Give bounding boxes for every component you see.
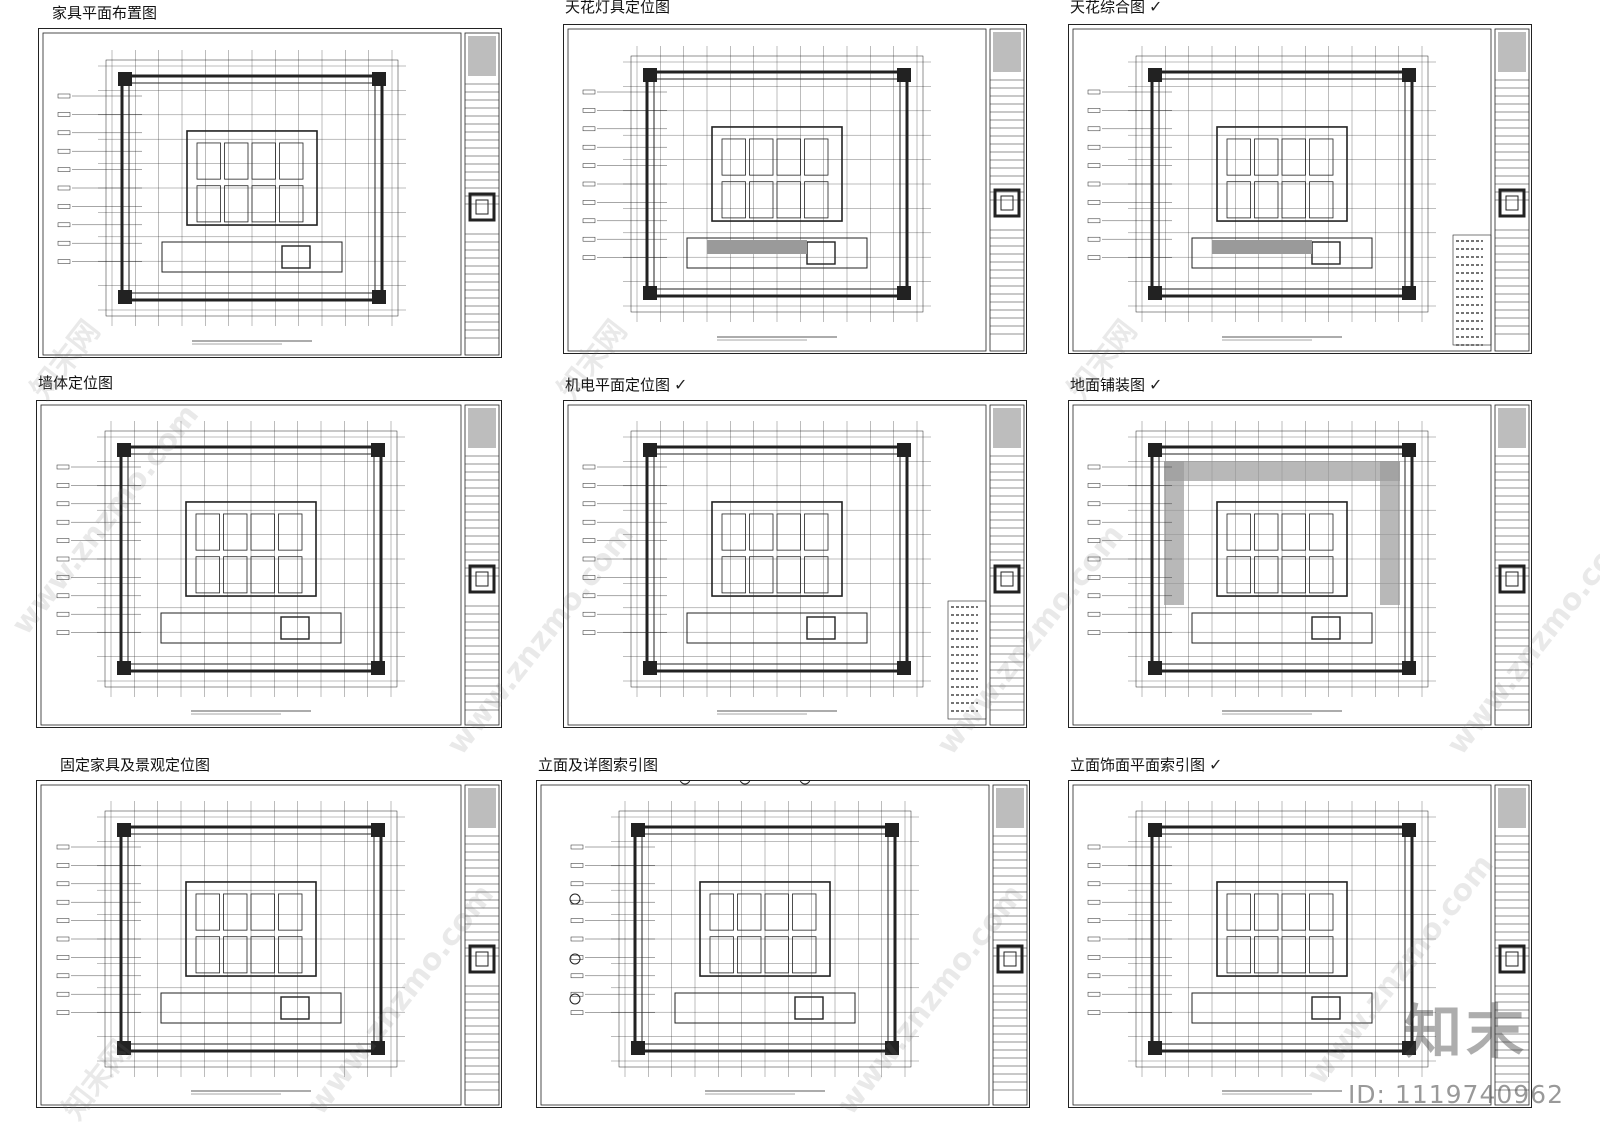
panel-title: 天花灯具定位图 [565, 0, 671, 16]
sheet-elevation-finish-index [1068, 780, 1532, 1108]
panel-title: 地面铺装图 [1070, 376, 1146, 394]
floor-plan-drawing [40, 404, 500, 726]
checkmark-icon: ✓ [1149, 0, 1163, 16]
panel-title: 立面饰面平面索引图 [1070, 756, 1206, 774]
sheet-fixed-furniture [36, 780, 502, 1108]
panel-title: 家具平面布置图 [52, 4, 158, 22]
sheet-wall-positioning [36, 400, 502, 728]
panel-title: 立面及详图索引图 [538, 756, 659, 774]
checkmark-icon: ✓ [1149, 375, 1163, 394]
panel-title: 机电平面定位图 [565, 376, 671, 394]
floor-plan-drawing [567, 28, 1025, 352]
floor-plan-drawing [567, 404, 1025, 726]
floor-plan-drawing [1072, 404, 1530, 726]
brand-id: ID: 1119740962 [1347, 1080, 1564, 1109]
sheet-ceiling-composite [1068, 24, 1532, 354]
floor-plan-drawing [40, 784, 500, 1106]
floor-plan-drawing [1072, 28, 1530, 352]
floor-plan-drawing [1072, 784, 1530, 1106]
brand-logo: 知末 [1403, 998, 1528, 1066]
floor-plan-drawing [42, 32, 500, 356]
sheet-furniture-layout [38, 28, 502, 358]
checkmark-icon: ✓ [674, 375, 688, 394]
panel-title: 墙体定位图 [38, 374, 114, 392]
sheet-ceiling-lighting [563, 24, 1027, 354]
floor-plan-drawing [540, 781, 1028, 1106]
sheet-elevation-detail-index [536, 780, 1030, 1108]
checkmark-icon: ✓ [1209, 755, 1223, 774]
sheet-floor-paving [1068, 400, 1532, 728]
panel-title: 天花综合图 [1070, 0, 1146, 16]
sheet-mep-positioning [563, 400, 1027, 728]
panel-title: 固定家具及景观定位图 [60, 756, 211, 774]
